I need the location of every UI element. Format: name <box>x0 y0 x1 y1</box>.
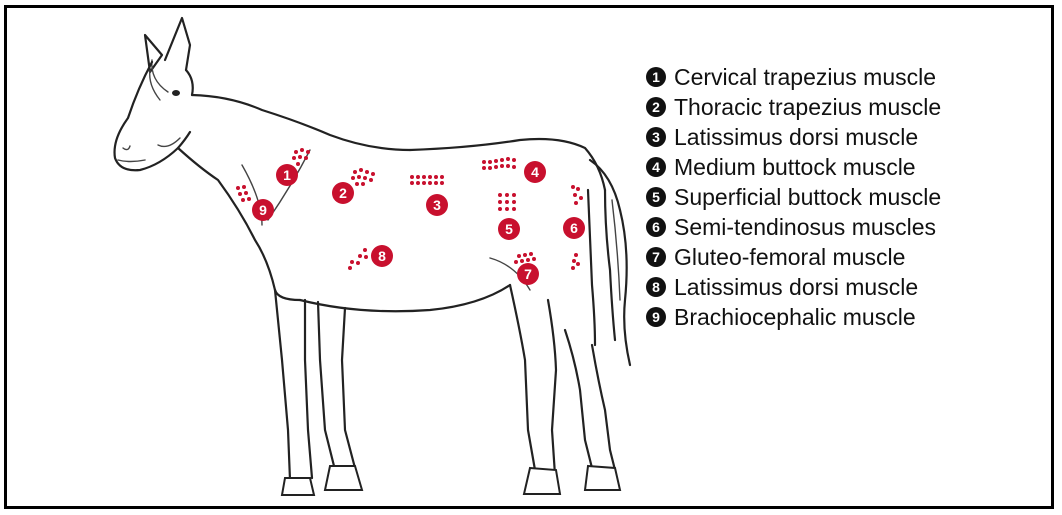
legend-number-badge: 1 <box>646 67 666 87</box>
dot-cluster-4 <box>482 157 516 170</box>
marker-5: 5 <box>498 218 520 240</box>
marker-1: 1 <box>276 164 298 186</box>
svg-text:1: 1 <box>283 167 291 183</box>
legend-number-badge: 9 <box>646 307 666 327</box>
marker-4: 4 <box>524 161 546 183</box>
legend-item: 6 Semi-tendinosus muscles <box>646 212 1046 242</box>
legend-label: Medium buttock muscle <box>674 152 916 182</box>
svg-text:2: 2 <box>339 185 347 201</box>
legend-label: Cervical trapezius muscle <box>674 62 936 92</box>
dot-cluster-2 <box>351 168 375 186</box>
svg-text:6: 6 <box>570 220 578 236</box>
legend-label: Thoracic trapezius muscle <box>674 92 941 122</box>
marker-6: 6 <box>563 217 585 239</box>
dot-cluster-6-upper <box>571 185 583 205</box>
legend-number-badge: 2 <box>646 97 666 117</box>
legend-number-badge: 8 <box>646 277 666 297</box>
dot-cluster-3 <box>410 175 444 185</box>
svg-text:8: 8 <box>378 248 386 264</box>
legend-label: Superficial buttock muscle <box>674 182 941 212</box>
svg-text:3: 3 <box>433 197 441 213</box>
legend-number-badge: 3 <box>646 127 666 147</box>
legend-item: 9 Brachiocephalic muscle <box>646 302 1046 332</box>
legend-label: Gluteo-femoral muscle <box>674 242 905 272</box>
marker-2: 2 <box>332 182 354 204</box>
legend-number-badge: 4 <box>646 157 666 177</box>
marker-8: 8 <box>371 245 393 267</box>
legend-item: 1 Cervical trapezius muscle <box>646 62 1046 92</box>
marker-7: 7 <box>517 263 539 285</box>
legend-label: Latissimus dorsi muscle <box>674 122 918 152</box>
legend-item: 3 Latissimus dorsi muscle <box>646 122 1046 152</box>
svg-text:7: 7 <box>524 266 532 282</box>
legend-item: 8 Latissimus dorsi muscle <box>646 272 1046 302</box>
legend-label: Semi-tendinosus muscles <box>674 212 936 242</box>
legend-number-badge: 7 <box>646 247 666 267</box>
marker-9: 9 <box>252 199 274 221</box>
svg-text:4: 4 <box>531 164 539 180</box>
legend-item: 7 Gluteo-femoral muscle <box>646 242 1046 272</box>
legend-label: Latissimus dorsi muscle <box>674 272 918 302</box>
dot-cluster-9 <box>236 185 251 202</box>
marker-3: 3 <box>426 194 448 216</box>
legend-item: 4 Medium buttock muscle <box>646 152 1046 182</box>
dot-cluster-8 <box>348 248 368 270</box>
legend-item: 5 Superficial buttock muscle <box>646 182 1046 212</box>
legend-item: 2 Thoracic trapezius muscle <box>646 92 1046 122</box>
legend-label: Brachiocephalic muscle <box>674 302 916 332</box>
dot-cluster-5 <box>498 193 516 211</box>
muscle-legend: 1 Cervical trapezius muscle 2 Thoracic tra… <box>646 62 1046 332</box>
legend-number-badge: 5 <box>646 187 666 207</box>
svg-text:9: 9 <box>259 202 267 218</box>
legend-number-badge: 6 <box>646 217 666 237</box>
dot-cluster-6-lower <box>571 253 580 270</box>
dot-cluster-1 <box>292 148 310 166</box>
dot-cluster-7 <box>514 252 536 264</box>
svg-text:5: 5 <box>505 221 513 237</box>
